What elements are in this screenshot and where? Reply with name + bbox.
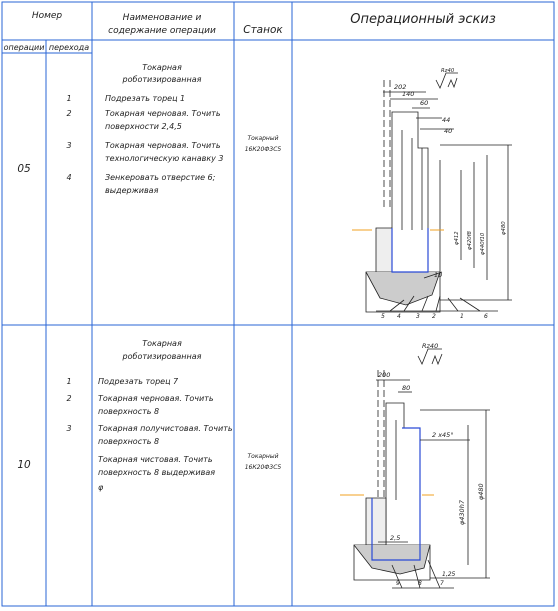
dim-label: 140 [402,90,414,98]
machine-line1: Токарный [247,453,278,460]
surface-marker: 6 [484,313,488,320]
step-text: Токарная черновая. Точить [105,109,221,118]
surface-marker: 2 [432,313,436,320]
dim-label: 44 [442,116,450,124]
callout-label: 2,5 [390,534,400,542]
dim-label: 1,25 [442,571,456,578]
operation-title-line1: Токарная [142,63,182,72]
step-number: 3 [66,424,71,433]
dim-label: φ480 [477,483,485,500]
dim-label: 80 [402,384,410,392]
step-text: поверхность 8 [98,437,159,446]
operation-sketch-05: Rz40 202 140 60 44 40 [352,68,512,320]
callout-label: 10 [434,271,442,279]
chamfer-label: 2 x45° [432,431,454,439]
step-text: Подрезать торец 7 [98,377,179,386]
roughness-icon [417,348,442,365]
operation-row-10: 10 Токарная роботизированная 1 Подрезать… [17,339,281,492]
roughness-icon [435,72,458,89]
roughness-icon [447,77,458,89]
step-text: Токарная чистовая. Точить [98,455,213,464]
step-number: 2 [66,109,71,118]
step-text: поверхность 8 выдерживая [98,468,215,477]
surface-marker: 9 [396,580,400,587]
step-number: 3 [66,141,71,150]
dim-label: 202 [394,83,406,91]
surface-marker: 1 [460,313,464,320]
step-text: Токарная черновая. Точить [105,141,221,150]
header-machine: Станок [243,24,283,36]
step-text: φ [98,483,104,492]
roughness-label: Rz40 [441,68,455,74]
operation-row-05: 05 Токарная роботизированная 1 Подрезать… [17,63,281,195]
dim-label: 40 [444,127,452,135]
machine-line2: 16К20Ф3С5 [245,146,282,153]
dim-label: φ420f8 [467,231,473,250]
header-operation: операции [4,43,45,52]
step-text: Зенкеровать отверстие 6; [105,173,216,182]
header-transition: перехода [49,43,89,52]
roughness-icon [431,353,443,366]
step-number: 2 [66,394,71,403]
header-number: Номер [32,11,63,21]
machine-line1: Токарный [247,135,278,142]
dim-label: φ412 [454,231,460,245]
step-number: 1 [66,94,71,103]
step-text: поверхность 8 [98,407,159,416]
operation-number: 10 [17,459,31,471]
step-number: 1 [66,377,71,386]
operation-number: 05 [17,163,31,175]
dim-label: 60 [420,99,428,107]
surface-marker: 5 [381,313,385,320]
dim-label: φ480 [501,221,507,235]
step-text: Токарная черновая. Точить [98,394,214,403]
header-name-line2: содержание операции [108,26,216,36]
machine-line2: 16К20Ф3С5 [245,464,282,471]
surface-marker: 8 [418,580,422,587]
header-name-line1: Наименование и [123,13,202,23]
dim-label: φ430h7 [458,499,466,525]
operation-title-line2: роботизированная [122,75,202,84]
step-text: выдерживая [105,186,159,195]
surface-marker: 7 [440,580,444,587]
step-text: поверхности 2,4,5 [105,122,182,131]
operation-sketch-10: Rz40 200 80 2 x45° φ430h7 φ480 2,5 [340,342,490,589]
step-number: 4 [66,173,71,182]
header-sketch: Операционный эскиз [350,12,496,27]
surface-marker: 3 [416,313,420,320]
step-text: технологическую канавку 3 [105,154,224,163]
step-text: Токарная получистовая. Точить [98,424,233,433]
surface-marker: 4 [397,313,401,320]
operation-title-line2: роботизированная [122,352,202,361]
step-text: Подрезать торец 1 [105,94,185,103]
roughness-label: Rz40 [422,342,438,350]
dim-label: 200 [378,371,390,379]
operation-title-line1: Токарная [142,339,182,348]
dim-label: φ440f10 [480,232,486,255]
